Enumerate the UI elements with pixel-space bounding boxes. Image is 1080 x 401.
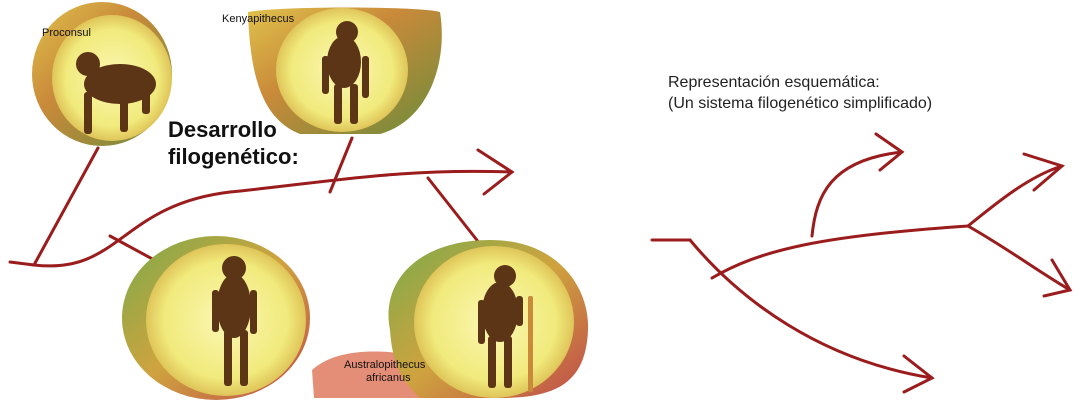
arrowhead-bottom-right <box>1042 258 1073 298</box>
phylogenetic-tree <box>8 136 515 268</box>
schematic-top-right-branch <box>966 164 1064 228</box>
arrowhead-upper <box>874 132 905 172</box>
main-lineage <box>32 169 514 268</box>
label-australopithecus: Australopithecus <box>344 359 426 371</box>
tree-trunk-left <box>8 260 36 267</box>
schematic-caption: Representación esquemática: (Un sistema … <box>668 72 932 114</box>
label-africanus: africanus <box>366 372 411 384</box>
branch-to-middle-hominid <box>108 234 160 264</box>
label-kenyapithecus: Kenyapithecus <box>222 13 295 25</box>
medallion-proconsul <box>32 2 172 146</box>
schematic-upper-branch <box>810 150 904 238</box>
medallion-australopithecus <box>312 240 589 398</box>
schematic-main-branch <box>710 224 970 280</box>
branch-to-proconsul <box>32 146 100 267</box>
medallion-kenyapithecus <box>248 7 442 134</box>
branch-to-kenyapithecus <box>328 136 354 194</box>
schematic-title: Representación esquemática: <box>668 74 880 91</box>
label-proconsul: Proconsul <box>42 27 91 39</box>
schematic-tree <box>650 132 1073 394</box>
heading-line-2: filogenético: <box>168 144 299 169</box>
arrowhead-left-tree <box>476 148 515 196</box>
medallion-hominid-middle <box>122 236 310 400</box>
ape-figure-kenyapithecus <box>322 21 369 124</box>
schematic-lower-branch <box>688 238 934 380</box>
heading-line-1: Desarrollo <box>168 117 277 142</box>
ape-figure-proconsul <box>76 52 156 134</box>
arrowhead-lower <box>902 354 935 394</box>
schematic-bottom-right-branch <box>966 224 1072 292</box>
ape-figure-middle <box>212 256 257 386</box>
heading-desarrollo-filogenetico: Desarrollo filogenético: <box>168 116 299 170</box>
arrowhead-top-right <box>1022 152 1066 192</box>
schematic-subtitle: (Un sistema filogenético simplificado) <box>668 95 933 112</box>
ape-figure-australopithecus <box>478 265 533 392</box>
branch-to-australopithecus <box>426 176 482 246</box>
